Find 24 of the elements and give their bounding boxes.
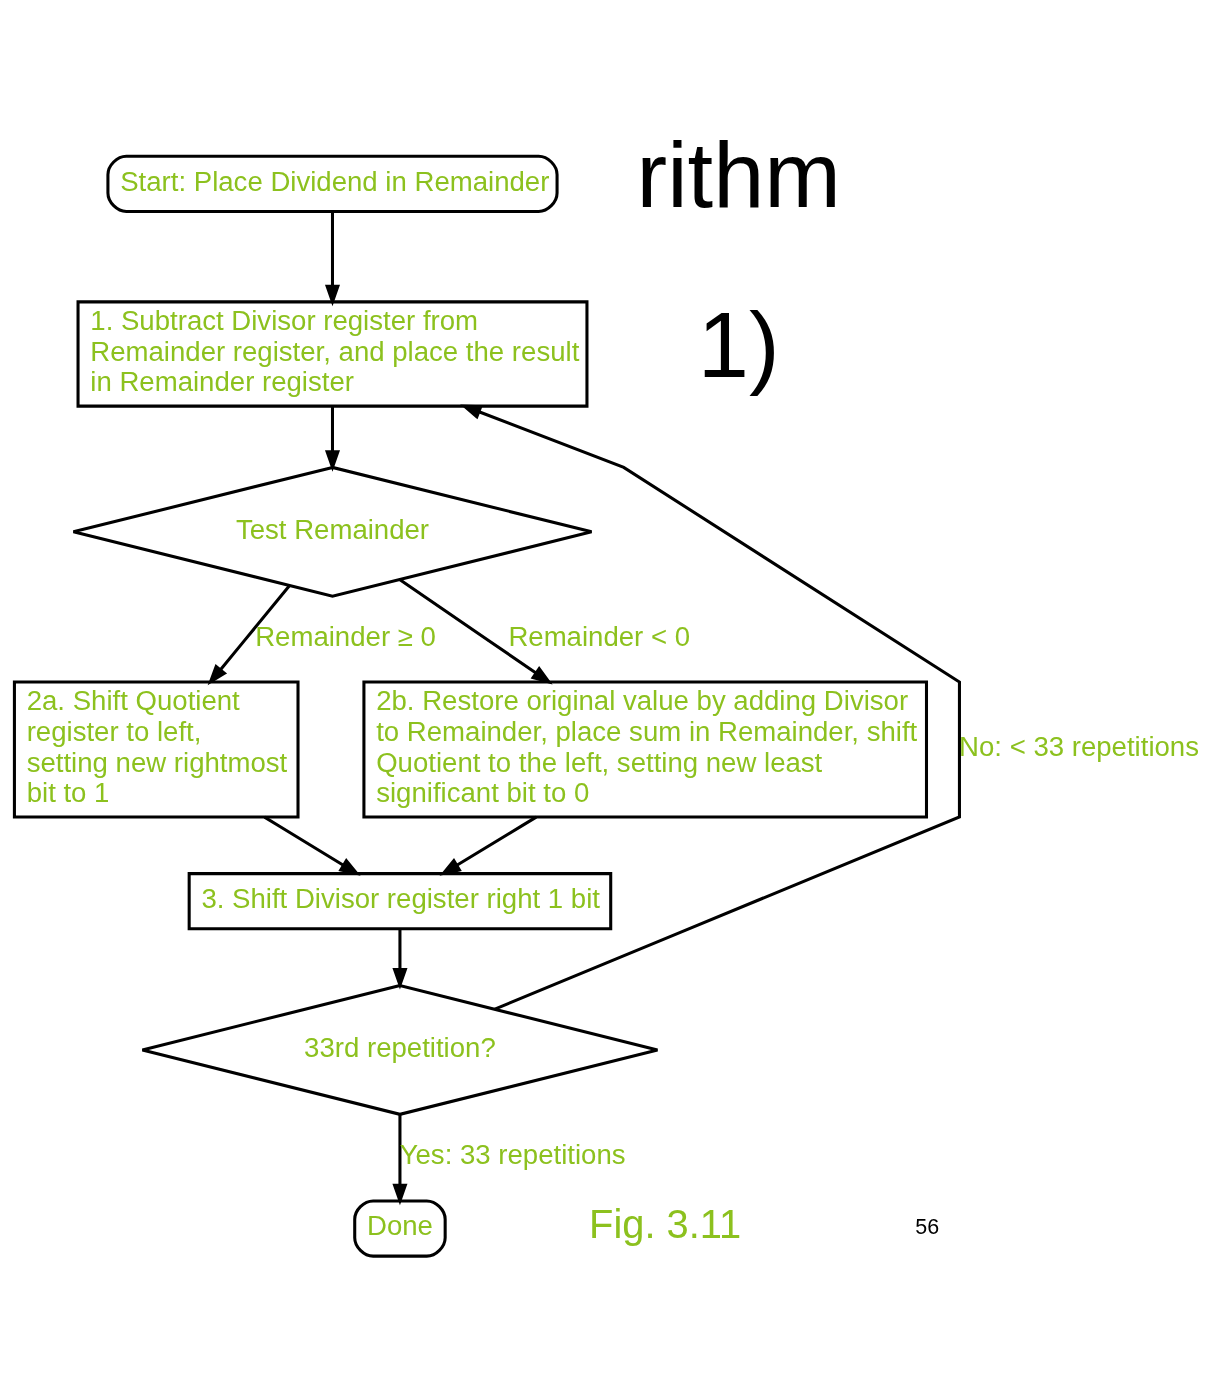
node-diamond: 33rd repetition? (140, 983, 659, 1116)
arrow (460, 404, 961, 1011)
node-box: Start: Place Dividend in Remainder (106, 154, 559, 213)
arrow (324, 406, 341, 472)
node-box: 2a. Shift Quotient register to left, setting new rightmost bit to 1 (12, 680, 300, 818)
label: Fig. 3.11 (589, 1201, 742, 1246)
node-diamond: Test Remainder (71, 465, 594, 598)
arrow (399, 577, 553, 684)
edge-label: Remainder ≥ 0 (255, 620, 436, 652)
arrow (324, 211, 341, 306)
arrow (207, 584, 291, 685)
arrow (392, 1113, 408, 1205)
arrow (263, 815, 361, 876)
arrow (392, 928, 408, 990)
node-box: 2b. Restore original value by adding Divisor to Remainder, place sum in Remainder, shift Quotient to the left, setting new least significant bit to 0 (362, 680, 929, 818)
label: rithm (636, 123, 841, 226)
edge-label: Remainder < 0 (508, 620, 691, 652)
node-box: 3. Shift Divisor register right 1 bit (187, 871, 613, 930)
arrow (439, 815, 537, 876)
label: 1) (697, 293, 780, 396)
label: 56 (915, 1214, 940, 1239)
node-box: Done (353, 1198, 447, 1258)
node-box: 1. Subtract Divisor register from Remainder register, and place the result in Remainder register (76, 299, 589, 408)
edge-label: No: < 33 repetitions (959, 730, 1199, 762)
